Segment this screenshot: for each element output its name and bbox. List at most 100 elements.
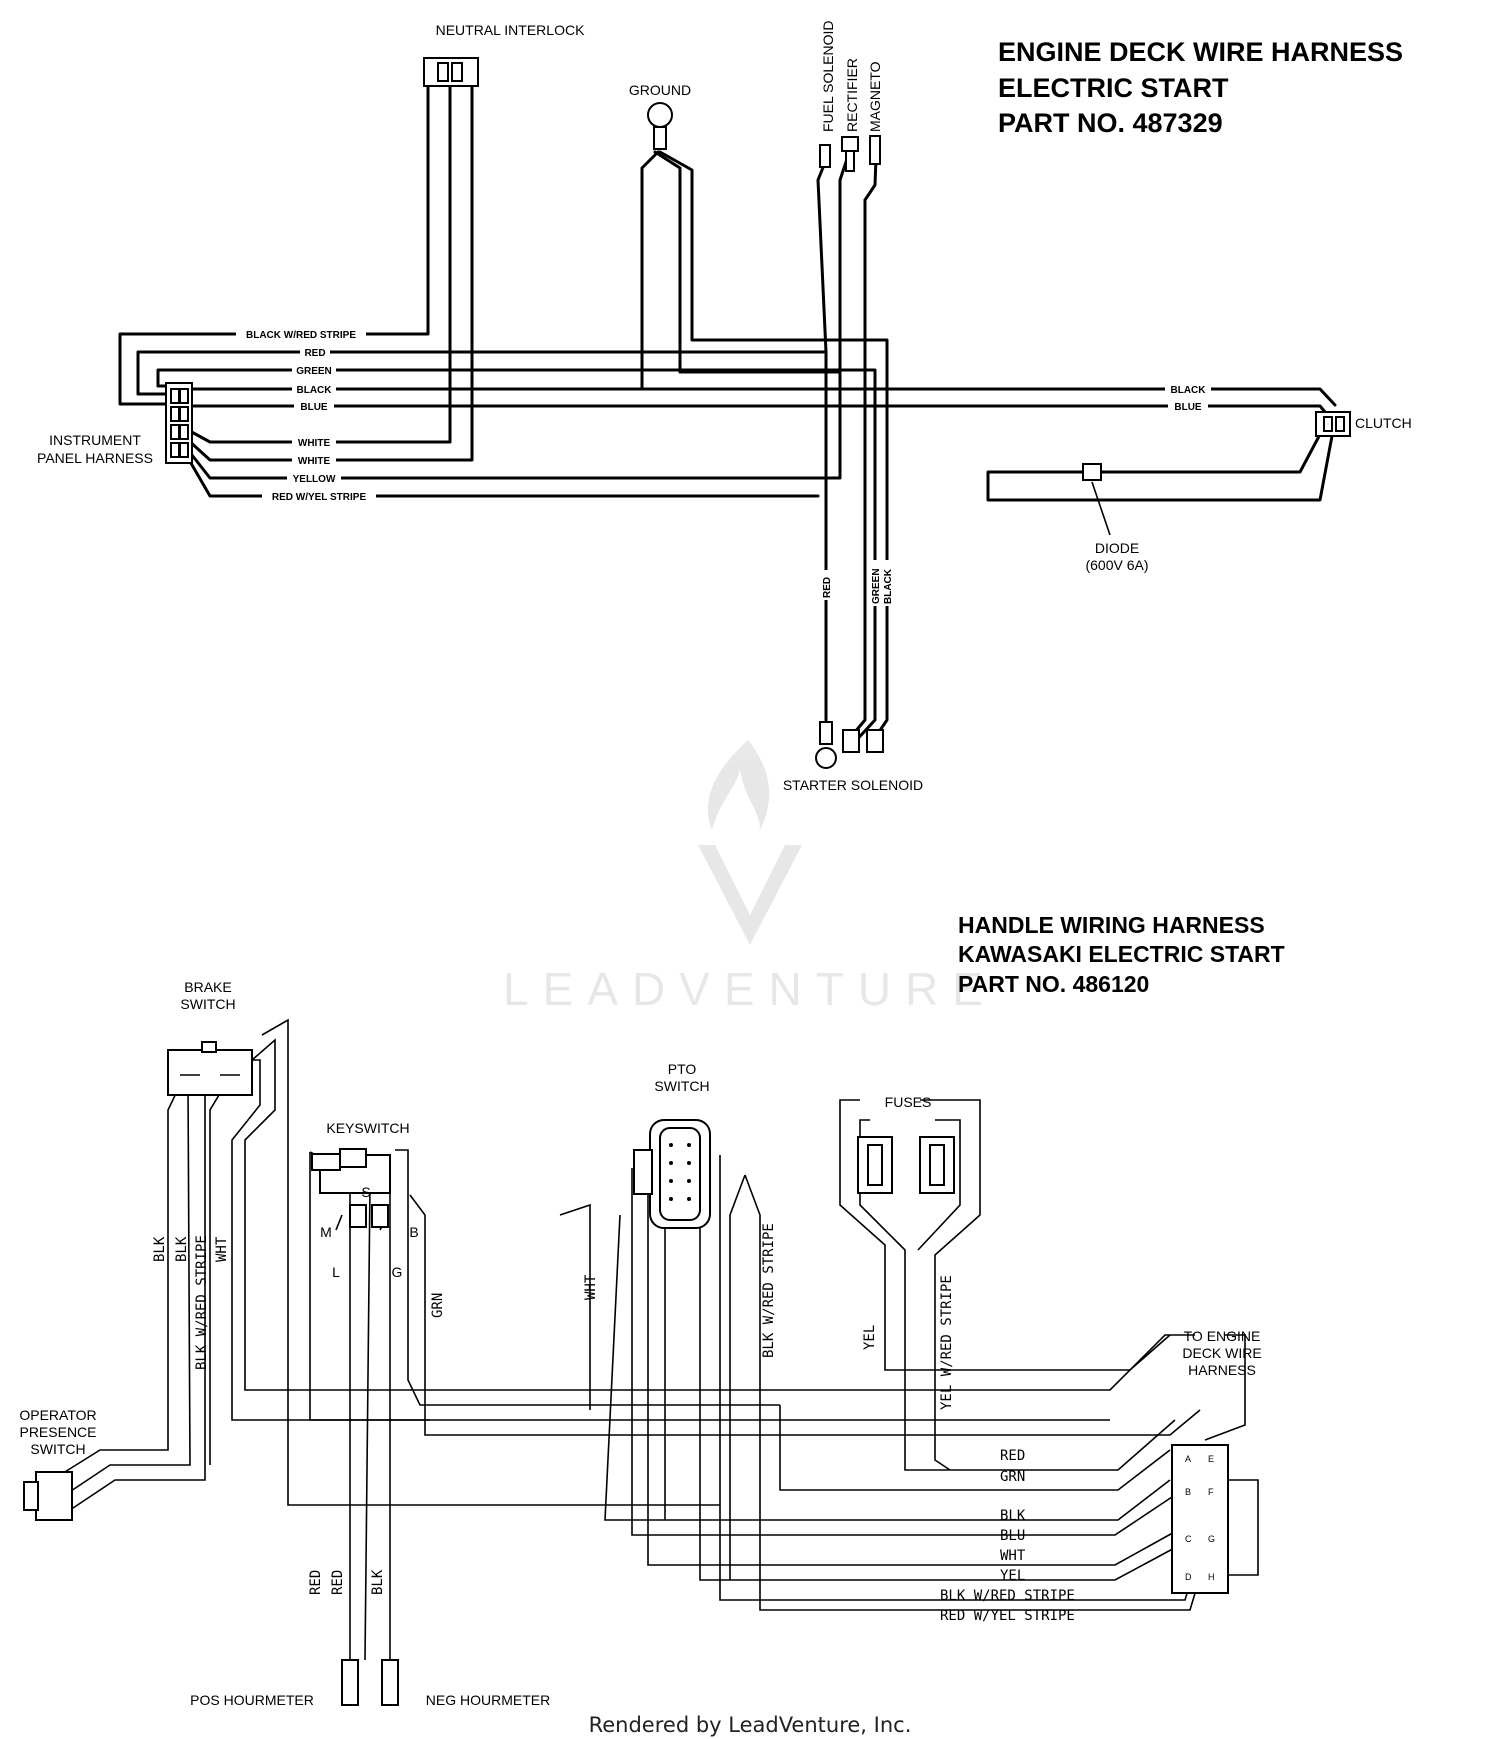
svg-text:GRN: GRN xyxy=(430,1293,446,1318)
pto-switch-label: PTO xyxy=(668,1061,697,1077)
watermark-logo: LEADVENTURE xyxy=(503,740,997,1015)
neutral-interlock-connector xyxy=(423,57,479,87)
brake-switch-label-2: SWITCH xyxy=(180,996,235,1012)
svg-text:F: F xyxy=(1208,1487,1214,1497)
svg-text:RED W/YEL STRIPE: RED W/YEL STRIPE xyxy=(272,492,367,503)
svg-text:RED W/YEL STRIPE: RED W/YEL STRIPE xyxy=(940,1608,1075,1624)
svg-text:BLK: BLK xyxy=(152,1236,168,1262)
deck-harness-connector: A B C D E F G H xyxy=(1171,1444,1229,1594)
svg-text:RED: RED xyxy=(330,1570,346,1595)
fuel-solenoid-terminal xyxy=(819,144,831,168)
operator-presence-label-2: PRESENCE xyxy=(19,1424,96,1440)
instrument-panel-label-2: PANEL HARNESS xyxy=(37,450,153,466)
svg-text:BLACK: BLACK xyxy=(883,568,894,604)
svg-text:BLACK: BLACK xyxy=(1171,385,1207,396)
ground-ring-terminal xyxy=(647,102,673,150)
svg-text:BLACK W/RED STRIPE: BLACK W/RED STRIPE xyxy=(246,330,356,341)
svg-text:GREEN: GREEN xyxy=(296,366,332,377)
fuse-2 xyxy=(919,1136,955,1194)
svg-text:BLK: BLK xyxy=(1000,1508,1026,1524)
operator-presence-switch xyxy=(23,1471,73,1521)
pto-switch-label-2: SWITCH xyxy=(654,1078,709,1094)
svg-text:YEL: YEL xyxy=(862,1325,878,1350)
engine-wire-labels: BLACK W/RED STRIPE RED GREEN BLACK BLUE … xyxy=(236,327,1211,606)
neg-hourmeter-label: NEG HOURMETER xyxy=(426,1692,550,1708)
ground-label: GROUND xyxy=(629,82,691,98)
svg-text:RED: RED xyxy=(308,1570,324,1595)
svg-text:BLK W/RED STRIPE: BLK W/RED STRIPE xyxy=(194,1235,210,1370)
engine-harness-title: ENGINE DECK WIRE HARNESS ELECTRIC START … xyxy=(998,37,1403,138)
svg-text:RED: RED xyxy=(822,577,833,598)
keyswitch-terminal-s: S xyxy=(361,1184,370,1200)
svg-text:BLACK: BLACK xyxy=(297,385,333,396)
keyswitch-terminal-l: L xyxy=(332,1264,340,1280)
svg-text:RED: RED xyxy=(304,348,325,359)
svg-text:WHITE: WHITE xyxy=(298,456,331,467)
operator-presence-label-3: SWITCH xyxy=(30,1441,85,1457)
svg-text:YELLOW: YELLOW xyxy=(293,474,336,485)
svg-text:BLK: BLK xyxy=(174,1236,190,1262)
svg-text:BLU: BLU xyxy=(1000,1528,1025,1544)
svg-text:GRN: GRN xyxy=(1000,1469,1025,1485)
keyswitch-terminal-b: B xyxy=(409,1224,418,1240)
svg-text:BLK W/RED STRIPE: BLK W/RED STRIPE xyxy=(940,1588,1075,1604)
keyswitch-label: KEYSWITCH xyxy=(326,1120,409,1136)
svg-text:ELECTRIC START: ELECTRIC START xyxy=(998,73,1229,103)
svg-text:WHT: WHT xyxy=(214,1236,230,1262)
svg-text:WHT: WHT xyxy=(583,1274,599,1300)
instrument-panel-connector xyxy=(165,382,193,464)
svg-text:BLUE: BLUE xyxy=(1174,402,1202,413)
svg-text:GREEN: GREEN xyxy=(871,568,882,604)
magneto-label: MAGNETO xyxy=(867,61,883,132)
svg-text:B: B xyxy=(1185,1487,1191,1497)
svg-text:A: A xyxy=(1185,1454,1191,1464)
svg-text:WHT: WHT xyxy=(1000,1548,1026,1564)
svg-text:YEL: YEL xyxy=(1000,1568,1025,1584)
diode xyxy=(1082,463,1111,536)
svg-text:BLK: BLK xyxy=(370,1569,386,1595)
deck-harness-label-3: HARNESS xyxy=(1188,1362,1256,1378)
diode-rating-label: (600V 6A) xyxy=(1085,557,1148,573)
svg-text:H: H xyxy=(1208,1572,1215,1582)
handle-harness-wires xyxy=(59,1018,1259,1661)
keyswitch xyxy=(311,1148,391,1231)
keyswitch-terminal-g: G xyxy=(392,1264,403,1280)
deck-harness-label-2: DECK WIRE xyxy=(1182,1345,1261,1361)
deck-harness-label: TO ENGINE xyxy=(1184,1328,1261,1344)
watermark-text: LEADVENTURE xyxy=(503,963,997,1015)
keyswitch-terminal-m: M xyxy=(320,1224,332,1240)
svg-text:C: C xyxy=(1185,1534,1192,1544)
brake-switch xyxy=(167,1041,253,1096)
footer-credit: Rendered by LeadVenture, Inc. xyxy=(589,1713,912,1737)
svg-text:D: D xyxy=(1185,1572,1192,1582)
pos-hourmeter-label: POS HOURMETER xyxy=(190,1692,314,1708)
svg-text:KAWASAKI ELECTRIC START: KAWASAKI ELECTRIC START xyxy=(958,941,1285,967)
handle-harness-title: HANDLE WIRING HARNESS KAWASAKI ELECTRIC … xyxy=(958,912,1285,997)
svg-text:HANDLE WIRING HARNESS: HANDLE WIRING HARNESS xyxy=(958,912,1265,938)
rectifier-terminal xyxy=(841,136,859,172)
clutch-connector xyxy=(1315,411,1351,437)
svg-text:PART NO. 486120: PART NO. 486120 xyxy=(958,971,1149,997)
neutral-interlock-label: NEUTRAL INTERLOCK xyxy=(436,22,586,38)
svg-text:YEL W/RED STRIPE: YEL W/RED STRIPE xyxy=(939,1275,955,1410)
svg-text:BLK W/RED STRIPE: BLK W/RED STRIPE xyxy=(761,1223,777,1358)
starter-solenoid-label: STARTER SOLENOID xyxy=(783,777,923,793)
handle-wire-labels: BLK BLK BLK W/RED STRIPE WHT GRN WHT BLK… xyxy=(152,1223,1075,1624)
pto-switch xyxy=(633,1119,711,1229)
magneto-terminal xyxy=(869,135,881,165)
brake-switch-label: BRAKE xyxy=(184,979,231,995)
svg-text:WHITE: WHITE xyxy=(298,438,331,449)
fuses-label: FUSES xyxy=(885,1094,932,1110)
svg-text:G: G xyxy=(1208,1534,1215,1544)
svg-text:E: E xyxy=(1208,1454,1214,1464)
instrument-panel-label: INSTRUMENT xyxy=(49,432,141,448)
svg-text:ENGINE DECK WIRE HARNESS: ENGINE DECK WIRE HARNESS xyxy=(998,37,1403,67)
svg-text:PART NO. 487329: PART NO. 487329 xyxy=(998,108,1223,138)
neg-hourmeter-terminal xyxy=(381,1659,399,1706)
pos-hourmeter-terminal xyxy=(341,1659,359,1706)
rectifier-label: RECTIFIER xyxy=(844,58,860,132)
fuse-1 xyxy=(857,1136,893,1194)
fuel-solenoid-label: FUEL SOLENOID xyxy=(820,20,836,132)
starter-solenoid-terminals xyxy=(815,721,884,769)
